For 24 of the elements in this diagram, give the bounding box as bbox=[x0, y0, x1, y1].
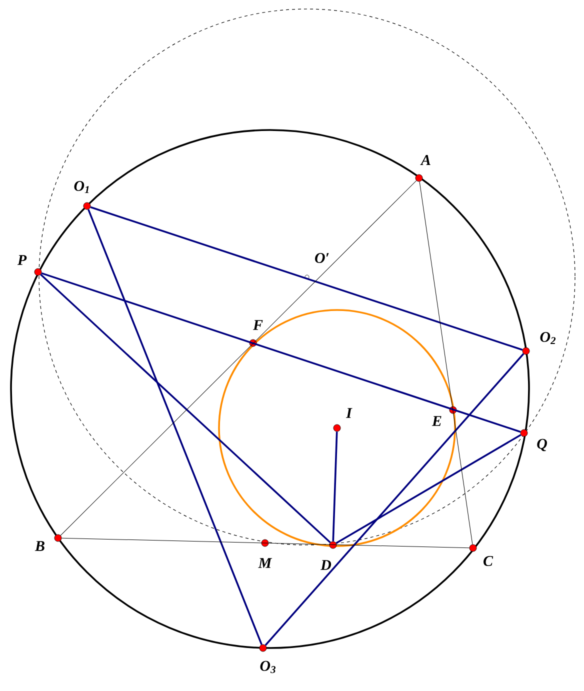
point-label: E bbox=[432, 416, 442, 426]
point-label: O′ bbox=[315, 252, 329, 264]
point-label: O$_{3}$ bbox=[260, 660, 276, 674]
point-label: Q bbox=[537, 438, 547, 452]
point-label: I bbox=[346, 408, 352, 418]
point-label: M bbox=[258, 558, 272, 568]
point-label: F bbox=[252, 320, 263, 330]
point-label: O$_{1}$ bbox=[74, 180, 89, 194]
line-segment bbox=[40, 274, 331, 544]
point-label: A bbox=[420, 155, 430, 165]
point-label: D bbox=[320, 560, 332, 570]
line-segment bbox=[60, 180, 417, 536]
line-segment bbox=[90, 206, 523, 351]
line-segment bbox=[336, 434, 522, 544]
point-label: P bbox=[17, 255, 27, 265]
line-segment bbox=[264, 353, 524, 646]
point-label: B bbox=[34, 541, 44, 551]
line-segment bbox=[419, 181, 473, 545]
point-label: C bbox=[484, 556, 494, 566]
line-segment bbox=[332, 432, 338, 542]
line-segment bbox=[88, 209, 262, 645]
line-segment bbox=[61, 538, 470, 548]
line-segment bbox=[41, 272, 521, 433]
point-label: O$_{2}$ bbox=[540, 332, 556, 344]
